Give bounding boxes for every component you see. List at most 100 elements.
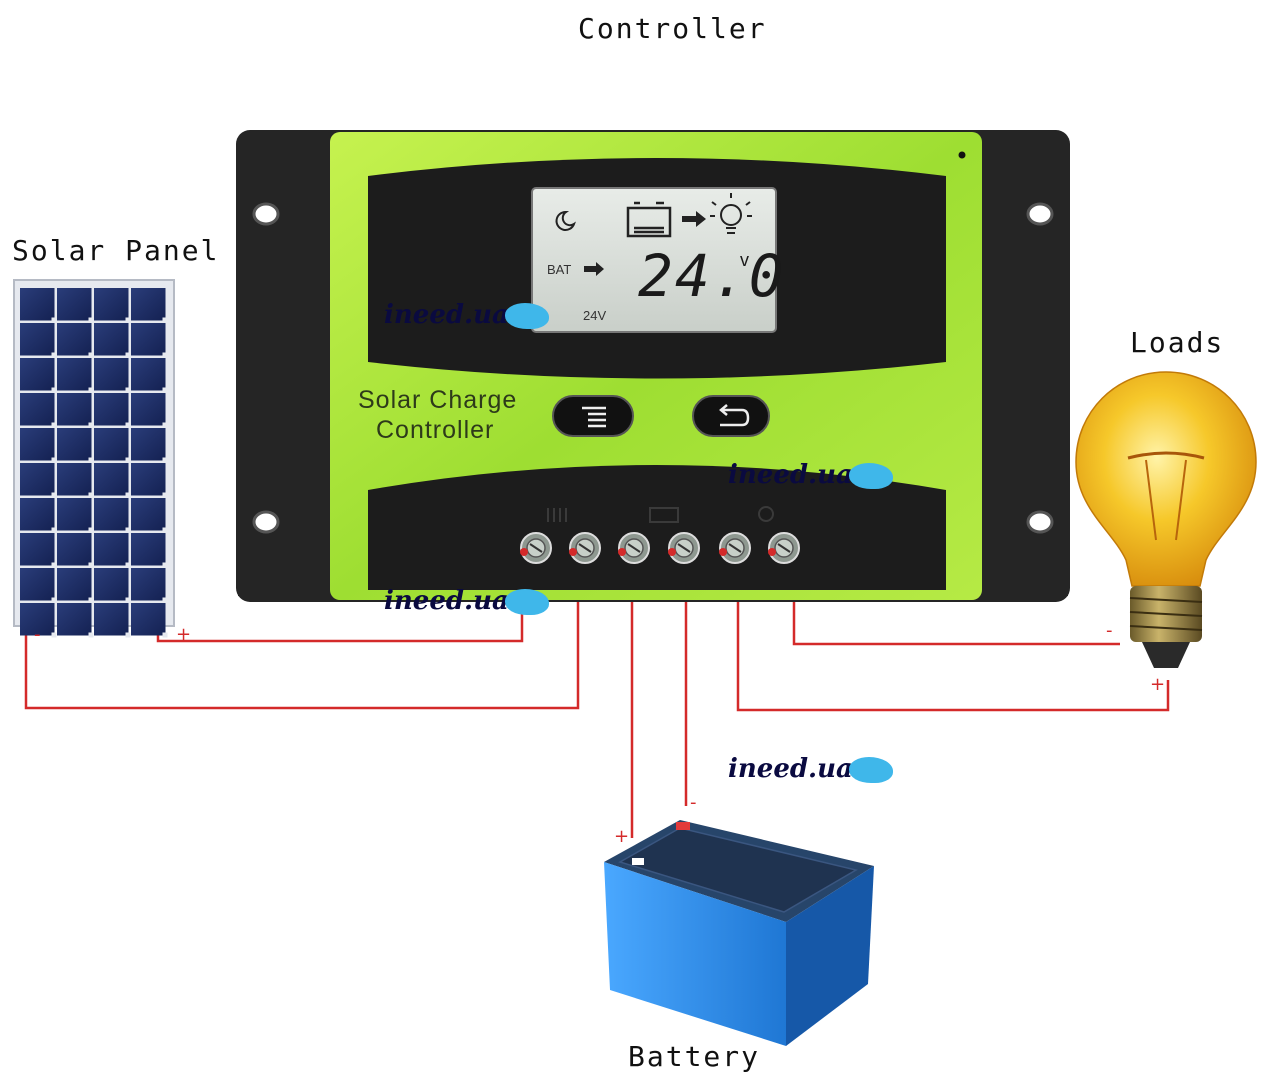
battery-label: Battery [628, 1040, 761, 1073]
panel-cell-gap [162, 632, 168, 638]
screw-slot [529, 543, 543, 553]
lcd-unit: v [740, 250, 749, 270]
panel-cell [94, 603, 129, 636]
solar-negative-sign: - [34, 624, 41, 645]
panel-cell-gap [162, 422, 168, 428]
battery-icon [626, 201, 672, 238]
panel-cell [20, 288, 55, 321]
loads-label: Loads [1130, 326, 1225, 359]
screw-slot [677, 543, 691, 553]
panel-cell [20, 358, 55, 391]
panel-cell-gap [125, 527, 131, 533]
battery [604, 820, 874, 1046]
panel-cell-gap [125, 352, 131, 358]
load-positive-sign: + [1150, 674, 1165, 695]
wire-entry-dot [668, 548, 676, 556]
panel-cell-gap [88, 387, 94, 393]
watermark-2: ineed.ua [728, 460, 893, 490]
panel-cell [131, 393, 166, 426]
watermark-blob [504, 589, 549, 615]
panel-cell [131, 533, 166, 566]
panel-cell [94, 358, 129, 391]
panel-cell-gap [125, 632, 131, 638]
screw-terminals [520, 532, 800, 564]
panel-cell-gap [88, 457, 94, 463]
panel-cell [20, 533, 55, 566]
panel-cell-gap [51, 597, 57, 603]
panel-cell-gap [51, 317, 57, 323]
charge-controller: BAT 24V 24.0 v Solar Charge Controller [236, 130, 1070, 602]
wire-entry-dot [768, 548, 776, 556]
panel-cell-gap [88, 562, 94, 568]
panel-cell [131, 288, 166, 321]
panel-cell-gap [162, 387, 168, 393]
arrow-right-icon [584, 211, 706, 276]
wire-entry-dot [719, 548, 727, 556]
watermark-blob [504, 303, 549, 329]
panel-cell-gap [162, 457, 168, 463]
panel-cell [20, 393, 55, 426]
wire-load-positive [736, 552, 1170, 712]
panel-cell [131, 358, 166, 391]
panel-cell [57, 428, 92, 461]
moon-icon [555, 210, 576, 231]
panel-cell [94, 533, 129, 566]
panel-cell-gap [125, 597, 131, 603]
panel-cell [57, 603, 92, 636]
battery-positive-sign: + [614, 826, 629, 847]
panel-cell [20, 428, 55, 461]
panel-cell-gap [88, 352, 94, 358]
load-negative-sign: - [1106, 620, 1113, 641]
panel-cell [57, 393, 92, 426]
battery-terminal-icon [649, 507, 679, 523]
panel-cell [131, 568, 166, 601]
return-arrow-icon [719, 404, 750, 427]
menu-button[interactable] [552, 395, 634, 437]
panel-cell [131, 463, 166, 496]
panel-cell [94, 288, 129, 321]
panel-cell [94, 428, 129, 461]
panel-cell-gap [162, 492, 168, 498]
panel-cell [131, 498, 166, 531]
screw-slot [777, 543, 791, 553]
lightbulb-icon [710, 193, 752, 234]
panel-cell-gap [125, 492, 131, 498]
panel-cell [131, 603, 166, 636]
panel-cell-gap [51, 527, 57, 533]
panel-cell-gap [51, 352, 57, 358]
wire-entry-dot [520, 548, 528, 556]
panel-cell-gap [162, 562, 168, 568]
panel-cell [131, 428, 166, 461]
panel-cell [20, 498, 55, 531]
panel-cell-gap [125, 422, 131, 428]
panel-cell-gap [51, 457, 57, 463]
panel-cell-gap [162, 352, 168, 358]
panel-cell-gap [51, 422, 57, 428]
wire-entry-dot [569, 548, 577, 556]
back-button[interactable] [692, 395, 770, 437]
panel-cell [57, 568, 92, 601]
panel-cell [94, 568, 129, 601]
panel-cell-gap [162, 527, 168, 533]
panel-cell-gap [51, 492, 57, 498]
watermark-4: ineed.ua [728, 754, 893, 784]
panel-cells [20, 288, 168, 638]
panel-cell-gap [51, 632, 57, 638]
menu-icon [582, 406, 606, 428]
panel-cell [57, 498, 92, 531]
panel-cell [94, 323, 129, 356]
load-terminal-icon [758, 506, 774, 522]
panel-cell [57, 288, 92, 321]
panel-cell [20, 603, 55, 636]
solar-positive-sign: + [176, 624, 191, 645]
wire-entry-dot [618, 548, 626, 556]
screw-slot [627, 543, 641, 553]
watermark-blob [848, 463, 893, 489]
panel-cell-gap [51, 562, 57, 568]
panel-cell-gap [125, 317, 131, 323]
panel-cell-gap [162, 317, 168, 323]
brand-text-line1: Solar Charge [358, 386, 517, 414]
panel-cell [94, 463, 129, 496]
controller-label: Controller [578, 12, 767, 45]
